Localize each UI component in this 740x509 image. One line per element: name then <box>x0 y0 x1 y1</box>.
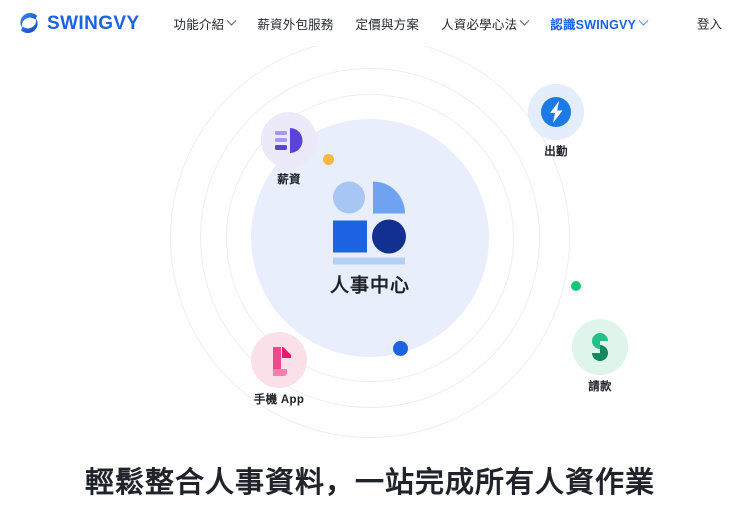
nav-label: 定價與方案 <box>355 17 420 32</box>
orbit-node-mobile-app[interactable]: 手機 App <box>251 332 307 407</box>
login-button[interactable]: 登入 <box>696 17 722 32</box>
hr-core-content: 人事中心 <box>275 181 465 296</box>
orbit-node-label: 請款 <box>588 381 612 393</box>
main-navigation: 功能介紹 薪資外包服務 定價與方案 人資必學心法 認識SWINGVY <box>173 14 649 33</box>
payroll-chart-icon <box>275 128 303 153</box>
amber-dot-icon <box>323 154 334 165</box>
green-dot-icon <box>571 281 581 291</box>
nav-item-payroll-outsourcing[interactable]: 薪資外包服務 <box>257 14 333 33</box>
hr-hub-shapes-icon <box>333 181 406 265</box>
chevron-down-icon <box>226 15 237 26</box>
nav-item-pricing[interactable]: 定價與方案 <box>356 14 420 33</box>
chevron-down-icon <box>519 15 530 26</box>
orbit-node-label: 出勤 <box>544 146 568 158</box>
hero-orbit-graphic: 人事中心 薪資 出勤 <box>0 38 740 442</box>
orbit-node-label: 手機 App <box>253 394 305 406</box>
hr-core-label: 人事中心 <box>329 275 410 297</box>
site-header: SWINGVY 功能介紹 薪資外包服務 定價與方案 人資必學心法 認識SWING… <box>0 0 740 46</box>
blue-dot-icon <box>393 341 408 356</box>
attendance-halo <box>528 84 584 140</box>
nav-label: 功能介紹 <box>173 17 225 32</box>
orbit-node-payroll[interactable]: 薪資 <box>261 112 317 187</box>
attendance-bolt-icon <box>541 97 571 127</box>
brand-name: SWINGVY <box>47 12 140 34</box>
brand-logo-link[interactable]: SWINGVY <box>18 12 140 34</box>
mobile-app-halo <box>251 332 307 388</box>
chevron-down-icon <box>638 15 649 26</box>
claim-arrows-icon <box>592 333 608 361</box>
orbit-ring-middle <box>200 68 540 408</box>
nav-item-features[interactable]: 功能介紹 <box>173 14 237 33</box>
orbit-node-claim[interactable]: 請款 <box>572 319 628 394</box>
orbit-rings-container: 人事中心 <box>170 38 570 438</box>
claim-halo <box>572 319 628 375</box>
swingvy-swoosh-logo-icon <box>20 12 38 34</box>
payroll-halo <box>261 112 317 168</box>
orbit-ring-inner <box>226 94 514 382</box>
nav-label: 人資必學心法 <box>441 17 518 32</box>
nav-label: 認識SWINGVY <box>550 17 637 32</box>
orbit-node-attendance[interactable]: 出勤 <box>528 84 584 159</box>
orbit-node-label: 薪資 <box>277 174 301 186</box>
nav-item-about-swingvy[interactable]: 認識SWINGVY <box>550 14 649 33</box>
nav-label: 薪資外包服務 <box>257 17 334 32</box>
nav-item-hr-insights[interactable]: 人資必學心法 <box>441 14 530 33</box>
hero-headline: 輕鬆整合人事資料，一站完成所有人資作業 <box>84 466 655 499</box>
mobile-app-page-icon <box>273 347 291 376</box>
